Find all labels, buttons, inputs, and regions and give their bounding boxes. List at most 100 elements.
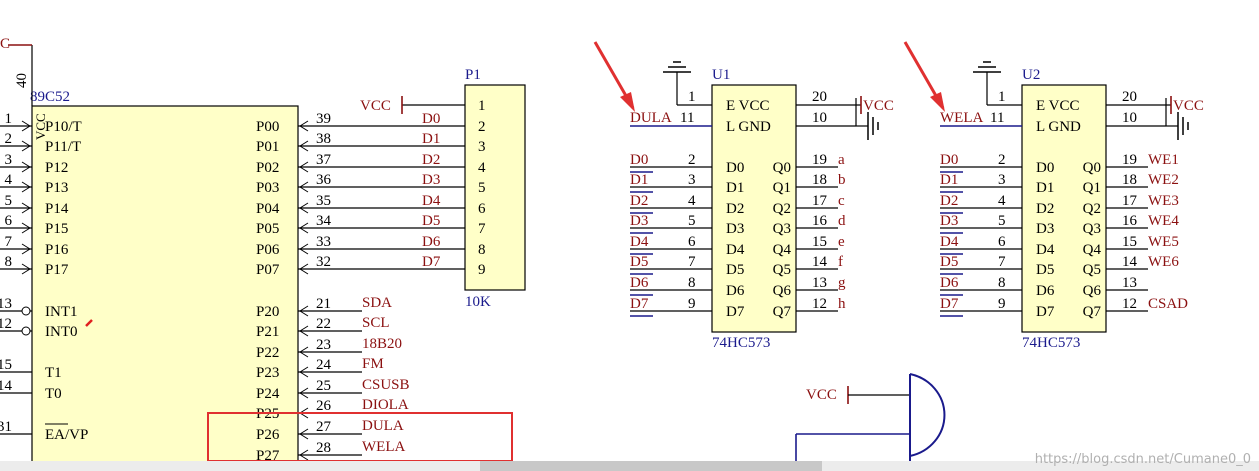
mcu-pin-arrow	[21, 227, 31, 234]
u1-pin-number-vcc: 20	[812, 89, 827, 105]
u2-d-pin-number: 8	[998, 275, 1006, 291]
mcu-left-pin-name: P13	[45, 180, 68, 196]
mcu-pin-arrow	[21, 166, 31, 173]
p0-net-label: D3	[422, 172, 440, 188]
mcu-left-pin-name: P10/T	[45, 119, 82, 135]
mcu-right-pin-number: 22	[316, 316, 331, 332]
mcu-pin-arrow	[299, 268, 309, 275]
u1-d-net-label: D5	[630, 254, 648, 270]
u1-q-net-label: b	[838, 172, 846, 188]
u2-d-pin-name: D1	[1036, 180, 1054, 196]
u2-pin-name-le: L GND	[1036, 119, 1081, 135]
u1-pin-number-gnd: 10	[812, 110, 827, 126]
buzzer-vcc-label: VCC	[806, 387, 837, 403]
p1-pin-number: 4	[478, 160, 486, 176]
p1-value-label: 10K	[465, 294, 491, 310]
mcu-right-pin-number: 23	[316, 337, 331, 353]
mcu-left-pin-number: 6	[5, 213, 13, 229]
mcu-pin-arrow	[21, 161, 31, 168]
mcu-red-tick	[85, 319, 93, 327]
mcu-pin-arrow	[299, 346, 309, 353]
mcu-pin-arrow	[299, 387, 309, 394]
p1-pin-number: 8	[478, 242, 486, 258]
mcu-left-pin-name: P11/T	[45, 139, 81, 155]
mcu-right-pin-name: P05	[256, 221, 279, 237]
mcu-pin-arrow	[299, 125, 309, 132]
watermark: https://blog.csdn.net/Cumane0_0	[1034, 452, 1251, 467]
mcu-pin-arrow	[299, 166, 309, 173]
u2-q-pin-number: 17	[1122, 193, 1138, 209]
mcu-left-pin-number: 31	[0, 419, 12, 435]
p2-net-label: DIOLA	[362, 397, 409, 413]
mcu-left-pin-number: 5	[5, 193, 13, 209]
mcu-left-pin-name: T1	[45, 365, 62, 381]
mcu-right-pin-number: 25	[316, 378, 331, 394]
u1-d-pin-name: D2	[726, 201, 744, 217]
u2-q-pin-number: 18	[1122, 172, 1137, 188]
u2-pin-number-gnd: 10	[1122, 110, 1137, 126]
mcu-pin-arrow	[299, 330, 309, 337]
u2-q-net-label: WE3	[1148, 193, 1179, 209]
u1-d-pin-number: 4	[688, 193, 696, 209]
u1-q-pin-name: Q3	[773, 221, 791, 237]
mcu-left-pin-number: 4	[5, 172, 13, 188]
p1-pin-number: 9	[478, 262, 486, 278]
p1-pin-number: 2	[478, 119, 486, 135]
mcu-right-pin-name: P04	[256, 201, 280, 217]
u2-q-net-label: WE4	[1148, 213, 1179, 229]
p0-net-label: D5	[422, 213, 440, 229]
u1-q-net-label: e	[838, 234, 845, 250]
u1-red-arrow-head	[620, 92, 635, 112]
horizontal-scrollbar-thumb[interactable]	[480, 461, 822, 471]
mcu-pin-arrow	[299, 433, 309, 440]
mcu-pin-arrow	[299, 428, 309, 435]
u1-d-pin-number: 2	[688, 152, 696, 168]
p1-body	[464, 84, 526, 291]
mcu-right-pin-name: P06	[256, 242, 280, 258]
u1-d-pin-number: 8	[688, 275, 696, 291]
mcu-pin-arrow	[299, 207, 309, 214]
u2-q-pin-number: 13	[1122, 275, 1137, 291]
u1-d-pin-name: D1	[726, 180, 744, 196]
u1-q-pin-number: 16	[812, 213, 828, 229]
u2-q-net-label: WE5	[1148, 234, 1179, 250]
u1-d-net-label: D1	[630, 172, 648, 188]
mcu-right-pin-number: 34	[316, 213, 332, 229]
u1-q-pin-name: Q1	[773, 180, 791, 196]
u1-q-pin-number: 14	[812, 254, 828, 270]
u2-d-net-label: D4	[940, 234, 959, 250]
mcu-pin-arrow	[299, 305, 309, 312]
p1-ref-label: P1	[465, 67, 481, 83]
u1-pin-number-le: 11	[680, 110, 694, 126]
mcu-left-pin-number: 8	[5, 254, 13, 270]
mcu-right-pin-number: 21	[316, 296, 331, 312]
p0-net-label: D0	[422, 111, 440, 127]
u2-q-pin-name: Q2	[1083, 201, 1101, 217]
u1-q-net-label: g	[838, 275, 846, 291]
u2-d-net-label: D2	[940, 193, 958, 209]
u1-d-net-label: D2	[630, 193, 648, 209]
u2-le-net-label: WELA	[940, 110, 983, 126]
u1-d-pin-number: 3	[688, 172, 696, 188]
mcu-right-pin-name: P03	[256, 180, 279, 196]
mcu-pin-arrow	[21, 186, 31, 193]
mcu-right-pin-name: P23	[256, 365, 279, 381]
u1-body	[711, 84, 797, 333]
u1-q-net-label: c	[838, 193, 845, 209]
u2-q-pin-name: Q1	[1083, 180, 1101, 196]
u1-q-pin-number: 17	[812, 193, 828, 209]
mcu-pin-arrow	[299, 310, 309, 317]
mcu-right-pin-number: 38	[316, 131, 331, 147]
mcu-left-pin-number: 13	[0, 296, 12, 312]
p2-net-label: SDA	[362, 295, 392, 311]
mcu-left-pin-name: P12	[45, 160, 68, 176]
u1-d-pin-name: D3	[726, 221, 744, 237]
u2-vcc-label: VCC	[1173, 98, 1204, 114]
mcu-pin-arrow	[21, 222, 31, 229]
u2-d-pin-number: 5	[998, 213, 1006, 229]
u1-q-pin-name: Q0	[773, 160, 791, 176]
mcu-pin-arrow	[299, 449, 309, 456]
mcu-vcc-pin-name: VCC	[33, 113, 48, 140]
u2-pin-number-vcc: 20	[1122, 89, 1137, 105]
u1-q-pin-name: Q6	[773, 283, 792, 299]
